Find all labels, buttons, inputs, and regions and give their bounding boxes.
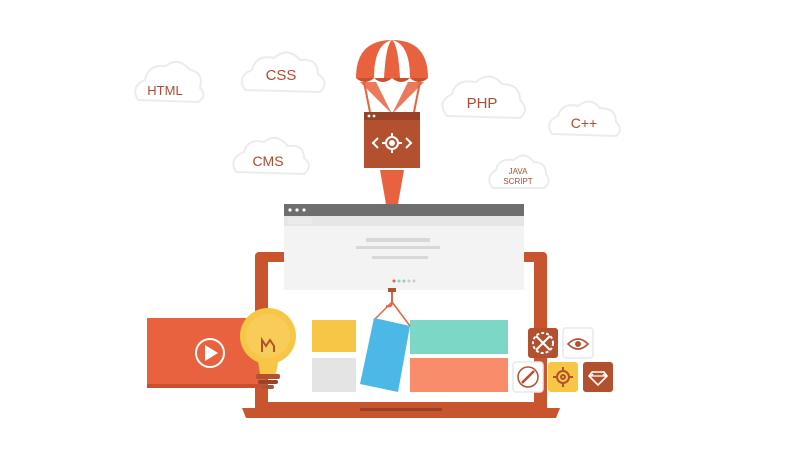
- parachute-tail: [380, 170, 404, 204]
- hook: [373, 288, 411, 327]
- block-coral: [410, 358, 508, 392]
- package-box: [364, 112, 420, 168]
- blue-card: [360, 318, 410, 392]
- diamond-icon: [587, 371, 609, 387]
- cloud-label-html: HTML: [147, 83, 182, 98]
- gear-icon: [553, 367, 573, 387]
- cloud-label-php: PHP: [467, 95, 498, 112]
- cloud-html: HTML: [134, 60, 205, 104]
- tools-icon: [532, 332, 554, 354]
- tile-brush: [512, 361, 544, 393]
- tile-eye: [562, 327, 594, 359]
- block-yellow: [312, 320, 356, 352]
- cloud-javascript: JAVA SCRIPT: [488, 154, 550, 189]
- cloud-php: PHP: [441, 75, 526, 120]
- cloud-label-javascript-2: SCRIPT: [503, 177, 532, 186]
- tile-gear: [548, 362, 578, 392]
- gear-code-icon: [371, 133, 413, 153]
- brush-icon: [517, 366, 539, 388]
- parachute: [356, 40, 428, 114]
- cloud-cms: CMS: [232, 136, 310, 176]
- cloud-label-cpp: C++: [571, 115, 597, 131]
- eye-icon: [566, 338, 590, 350]
- tile-tools: [528, 328, 558, 358]
- tile-diamond: [583, 362, 613, 392]
- lightbulb-icon: [240, 308, 296, 389]
- play-icon: [195, 338, 225, 368]
- browser-window: [284, 204, 524, 290]
- cloud-cpp: C++: [548, 100, 621, 138]
- block-teal: [410, 320, 508, 354]
- block-gray: [312, 358, 356, 392]
- cloud-css: CSS: [240, 51, 326, 94]
- cloud-label-cms: CMS: [252, 153, 283, 169]
- cloud-label-javascript-1: JAVA: [509, 167, 528, 176]
- cloud-label-css: CSS: [266, 67, 297, 84]
- carousel-dots: [392, 279, 416, 283]
